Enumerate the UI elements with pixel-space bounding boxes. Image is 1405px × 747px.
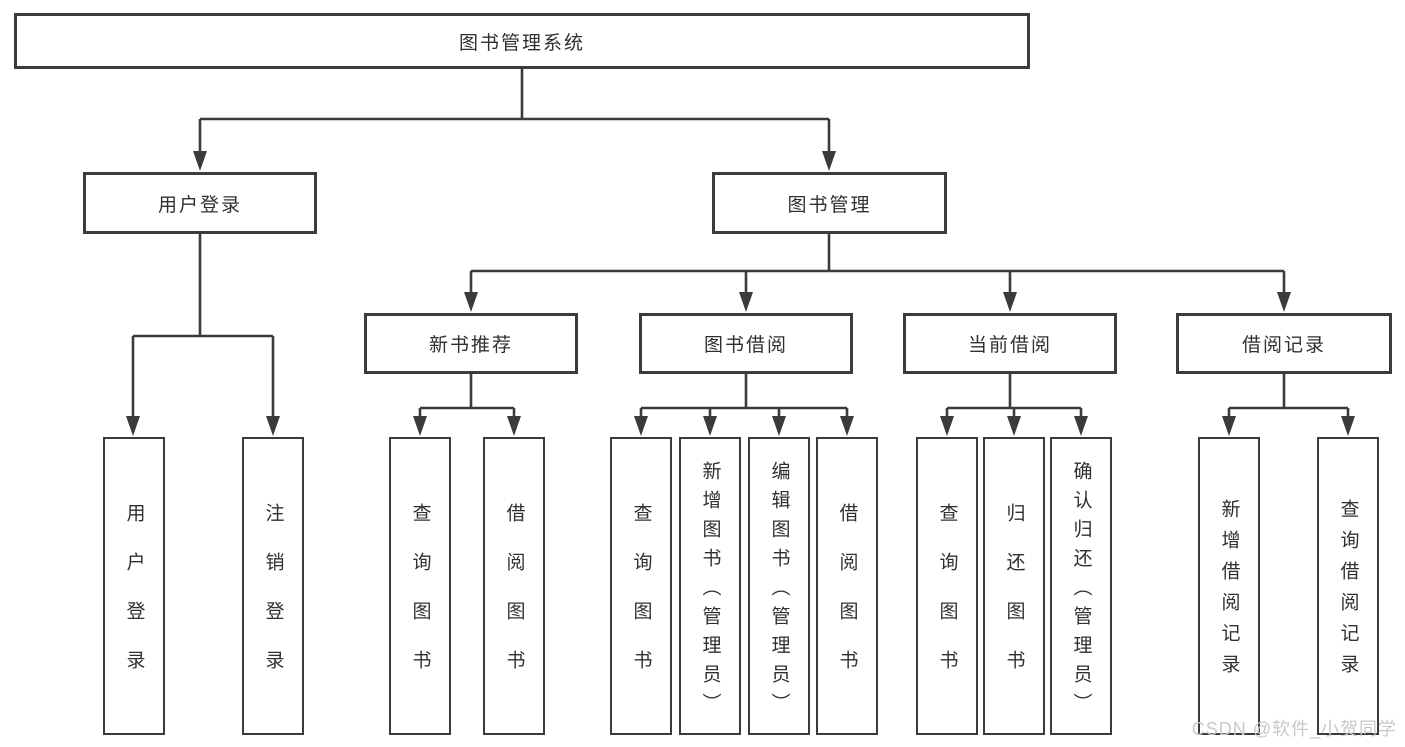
leaf-nbr-query-book: 查询图书 — [389, 437, 451, 735]
arrowhead-nbr-query — [413, 416, 427, 436]
leaf-cb-query-book-label: 查询图书 — [936, 503, 958, 699]
leaf-bb-edit-book-admin-label: 编辑图书（管理员） — [768, 460, 790, 722]
arrowhead-bb-add — [703, 416, 717, 436]
arrowhead-borrow-records — [1277, 292, 1291, 312]
leaf-cb-confirm-return-admin: 确认归还（管理员） — [1050, 437, 1112, 735]
arrowhead-cb-confirm — [1074, 416, 1088, 436]
leaf-bb-add-book-admin-label: 新增图书（管理员） — [699, 460, 721, 722]
leaf-bb-add-book-admin: 新增图书（管理员） — [679, 437, 741, 735]
leaf-bb-query-book-label: 查询图书 — [630, 503, 652, 699]
node-book-borrow: 图书借阅 — [639, 313, 853, 374]
arrowhead-book-borrow — [739, 292, 753, 312]
arrowhead-br-add — [1222, 416, 1236, 436]
leaf-cb-return-book-label: 归还图书 — [1003, 503, 1025, 699]
arrowhead-cb-return — [1007, 416, 1021, 436]
leaf-br-add-record-label: 新增借阅记录 — [1218, 499, 1240, 685]
leaf-logout-login: 注销登录 — [242, 437, 304, 735]
node-new-book-recommend: 新书推荐 — [364, 313, 578, 374]
arrowhead-br-query — [1341, 416, 1355, 436]
arrowhead-leaf-logout — [266, 416, 280, 436]
arrowhead-book-mgmt — [822, 151, 836, 171]
leaf-cb-return-book: 归还图书 — [983, 437, 1045, 735]
arrowhead-user-login — [193, 151, 207, 171]
arrowhead-cb-query — [940, 416, 954, 436]
arrowhead-leaf-login — [126, 416, 140, 436]
leaf-user-login-label: 用户登录 — [123, 503, 145, 699]
leaf-logout-login-label: 注销登录 — [262, 503, 284, 699]
leaf-bb-borrow-book-label: 借阅图书 — [836, 503, 858, 699]
arrowhead-new-book-rec — [464, 292, 478, 312]
leaf-bb-borrow-book: 借阅图书 — [816, 437, 878, 735]
watermark: CSDN @软件_小贺同学 — [1191, 719, 1397, 739]
arrowhead-bb-borrow — [840, 416, 854, 436]
leaf-nbr-borrow-book-label: 借阅图书 — [503, 503, 525, 699]
arrowhead-nbr-borrow — [507, 416, 521, 436]
leaf-br-query-record-label: 查询借阅记录 — [1337, 499, 1359, 685]
leaf-nbr-borrow-book: 借阅图书 — [483, 437, 545, 735]
leaf-bb-query-book: 查询图书 — [610, 437, 672, 735]
leaf-bb-edit-book-admin: 编辑图书（管理员） — [748, 437, 810, 735]
arrowhead-current-borrow — [1003, 292, 1017, 312]
node-root-system: 图书管理系统 — [14, 13, 1030, 69]
leaf-cb-query-book: 查询图书 — [916, 437, 978, 735]
node-user-login: 用户登录 — [83, 172, 317, 234]
leaf-nbr-query-book-label: 查询图书 — [409, 503, 431, 699]
node-book-management: 图书管理 — [712, 172, 947, 234]
leaf-br-add-record: 新增借阅记录 — [1198, 437, 1260, 735]
node-borrow-records: 借阅记录 — [1176, 313, 1392, 374]
leaf-user-login: 用户登录 — [103, 437, 165, 735]
arrowhead-bb-query — [634, 416, 648, 436]
leaf-br-query-record: 查询借阅记录 — [1317, 437, 1379, 735]
arrowhead-bb-edit — [772, 416, 786, 436]
leaf-cb-confirm-return-admin-label: 确认归还（管理员） — [1070, 460, 1092, 722]
node-current-borrow: 当前借阅 — [903, 313, 1117, 374]
